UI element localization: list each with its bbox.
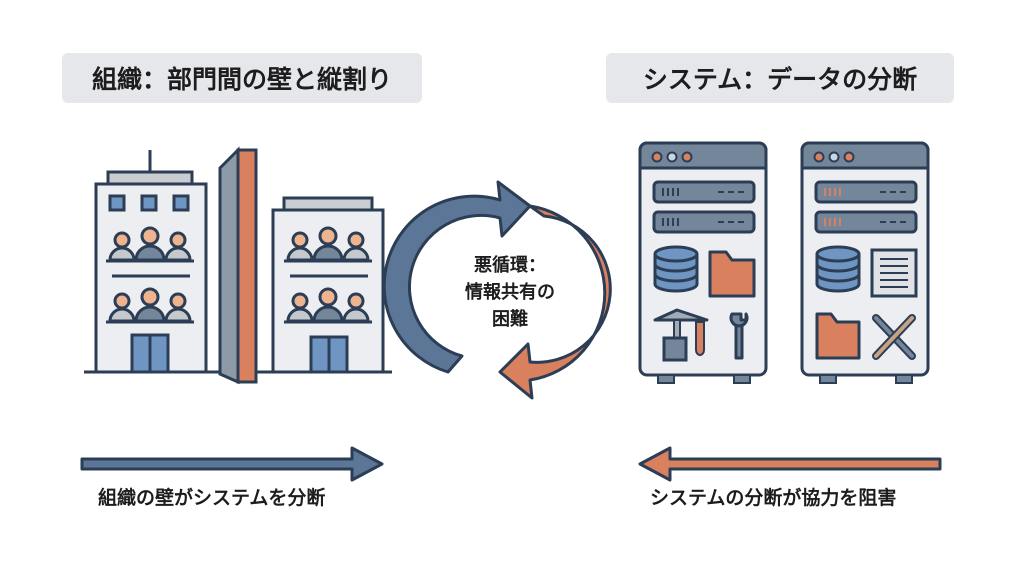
vicious-cycle-label: 悪循環： 情報共有の 困難	[455, 252, 565, 333]
database-icon	[815, 245, 861, 293]
left-caption: 組織の壁がシステムを分断	[98, 487, 326, 509]
wall-icon	[218, 146, 258, 385]
cycle-arrows-icon	[382, 180, 612, 400]
cycle-label-line3: 困難	[492, 309, 528, 330]
office-building-right-icon	[271, 196, 385, 374]
folder-icon	[815, 312, 861, 360]
arrow-right-icon	[80, 446, 384, 482]
office-building-left-icon	[94, 150, 208, 374]
server-window-left-icon	[638, 141, 768, 384]
arrow-left-icon	[638, 446, 942, 482]
document-icon	[870, 248, 918, 298]
server-window-right-icon	[800, 141, 930, 384]
left-section-title: 組織：部門間の壁と縦割り	[62, 53, 422, 103]
crossed-tools-icon	[872, 314, 916, 360]
cycle-label-line1: 悪循環：	[474, 255, 546, 276]
folder-icon	[708, 250, 756, 298]
hammer-icon	[653, 308, 709, 362]
cycle-label-line2: 情報共有の	[465, 282, 555, 303]
right-section-title: システム：データの分断	[606, 53, 954, 103]
wrench-icon	[729, 312, 749, 360]
database-icon	[653, 245, 699, 293]
right-caption: システムの分断が協力を阻害	[650, 487, 897, 509]
